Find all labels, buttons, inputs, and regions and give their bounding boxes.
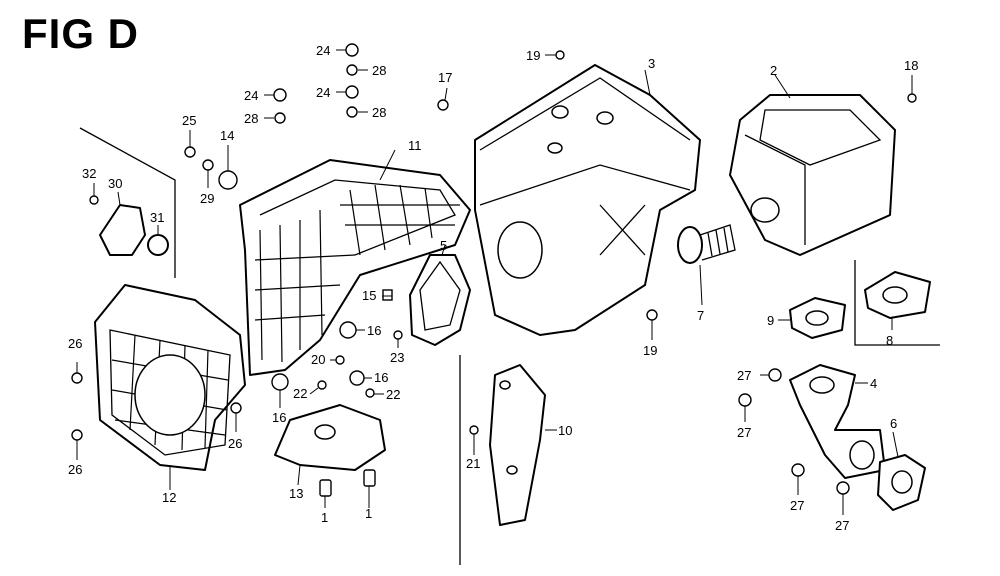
fastener-22a [317, 380, 327, 390]
fastener-19a [555, 50, 565, 60]
callouts: 1 1 2 3 4 5 6 7 8 9 10 11 12 13 14 15 16… [68, 43, 918, 533]
callout-15: 15 [362, 288, 376, 303]
fastener-28a [346, 64, 358, 76]
fastener-26b [230, 402, 242, 414]
fastener-27b [738, 393, 752, 407]
fastener-21 [469, 425, 479, 435]
figure-title: FIG D [22, 10, 139, 57]
callout-27b: 27 [737, 425, 751, 440]
fastener-1a [319, 479, 332, 497]
callout-26c: 26 [68, 462, 82, 477]
fastener-27c [791, 463, 805, 477]
fastener-16b [349, 370, 365, 386]
fastener-16a [339, 321, 357, 339]
callout-28b: 28 [244, 111, 258, 126]
fastener-27a [768, 368, 782, 382]
part-3-main-cover [474, 64, 701, 336]
part-5-cup [409, 244, 471, 346]
callout-24b: 24 [244, 88, 258, 103]
leader-lines [76, 49, 913, 515]
callout-28c: 28 [372, 105, 386, 120]
part-8-gasket [854, 260, 940, 346]
callout-9: 9 [767, 313, 774, 328]
callout-27d: 27 [835, 518, 849, 533]
callout-27c: 27 [790, 498, 804, 513]
callout-21: 21 [466, 456, 480, 471]
fastener-32 [89, 195, 99, 205]
callout-26b: 26 [228, 436, 242, 451]
callout-31: 31 [150, 210, 164, 225]
part-30-bracket [79, 127, 176, 278]
fastener-15 [382, 289, 393, 301]
callout-16a: 16 [367, 323, 381, 338]
callout-24a: 24 [316, 43, 330, 58]
callout-6: 6 [890, 416, 897, 431]
fastener-20 [335, 355, 345, 365]
callout-17: 17 [438, 70, 452, 85]
fastener-25 [184, 146, 196, 158]
callout-19b: 19 [643, 343, 657, 358]
callout-2: 2 [770, 63, 777, 78]
callout-20: 20 [311, 352, 325, 367]
callout-8: 8 [886, 333, 893, 348]
callout-29: 29 [200, 191, 214, 206]
part-7-spring [677, 224, 736, 306]
callout-18: 18 [904, 58, 918, 73]
part-13-base-plate [274, 404, 386, 486]
callout-12: 12 [162, 490, 176, 505]
fastener-28c [346, 106, 358, 118]
callout-24c: 24 [316, 85, 330, 100]
fastener-24a [345, 43, 359, 57]
fastener-26a [71, 372, 83, 384]
fastener-23 [393, 330, 403, 340]
callout-22b: 22 [386, 387, 400, 402]
fastener-22b [365, 388, 375, 398]
fastener-17 [437, 99, 449, 111]
part-12-lower-casing [94, 284, 246, 490]
callout-4: 4 [870, 376, 877, 391]
callout-23: 23 [390, 350, 404, 365]
fastener-29 [202, 159, 214, 171]
callout-32: 32 [82, 166, 96, 181]
callout-13: 13 [289, 486, 303, 501]
callout-7: 7 [697, 308, 704, 323]
callout-16c: 16 [272, 410, 286, 425]
part-31-bushing [147, 234, 169, 256]
callout-25: 25 [182, 113, 196, 128]
callout-16b: 16 [374, 370, 388, 385]
part-6-flange-gasket [877, 431, 926, 511]
fastener-14 [218, 170, 238, 190]
callout-26a: 26 [68, 336, 82, 351]
callout-1b: 1 [365, 506, 372, 521]
callout-22a: 22 [293, 386, 307, 401]
part-9-gasket [778, 297, 846, 339]
callout-5: 5 [440, 238, 447, 253]
callout-28a: 28 [372, 63, 386, 78]
fastener-24c [345, 85, 359, 99]
part-2-housing [729, 74, 896, 256]
callout-10: 10 [558, 423, 572, 438]
callout-14: 14 [220, 128, 234, 143]
fastener-24b [273, 88, 287, 102]
part-4-elbow [789, 364, 886, 479]
fastener-16c [271, 373, 289, 391]
callout-1a: 1 [321, 510, 328, 525]
part-11-upper-shroud [239, 149, 471, 376]
callout-3: 3 [648, 56, 655, 71]
callout-27a: 27 [737, 368, 751, 383]
callout-11: 11 [408, 138, 422, 153]
fastener-19b [646, 309, 658, 321]
fastener-1b [363, 469, 376, 487]
fastener-27d [836, 481, 850, 495]
part-10-cover-panel [459, 355, 557, 565]
callout-30: 30 [108, 176, 122, 191]
fastener-18 [907, 93, 917, 103]
callout-19a: 19 [526, 48, 540, 63]
fastener-26c [71, 429, 83, 441]
fastener-28b [274, 112, 286, 124]
